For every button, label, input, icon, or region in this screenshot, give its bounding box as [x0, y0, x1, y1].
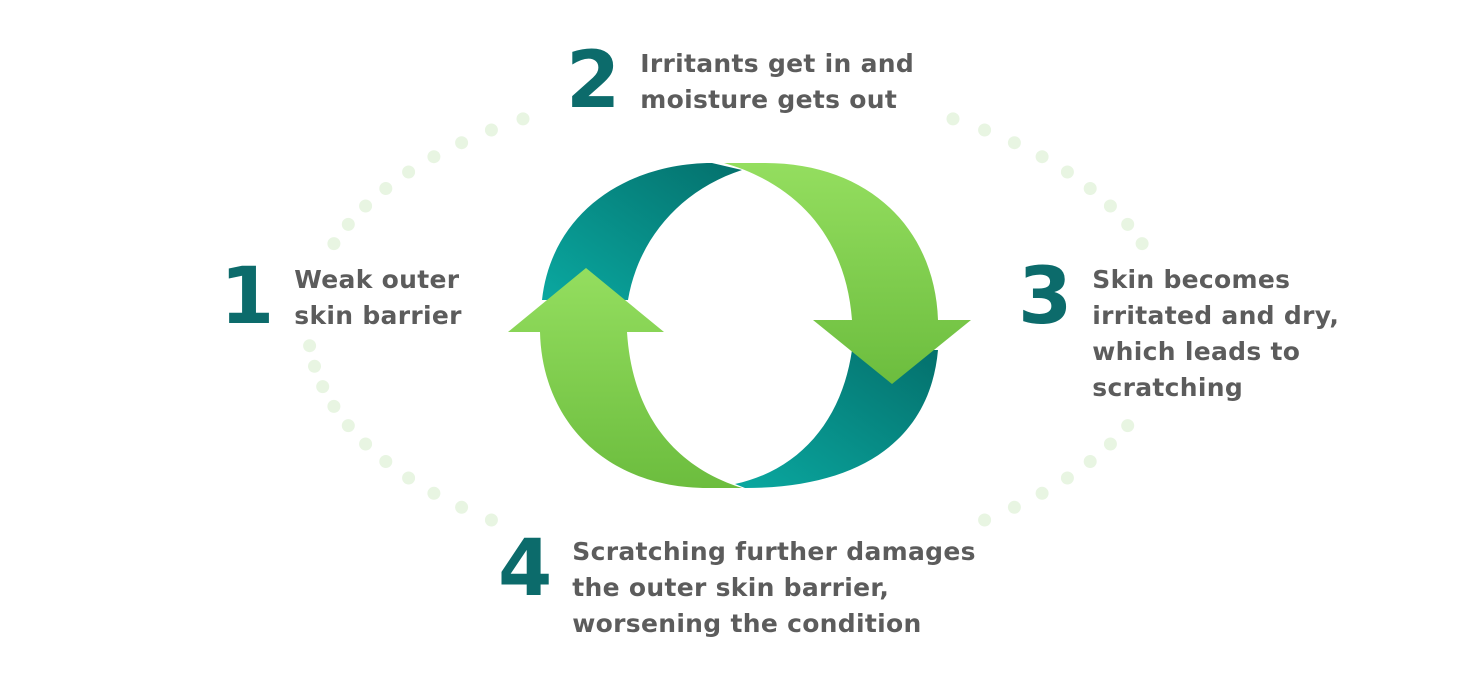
- ring-dot: [379, 182, 393, 195]
- ring-dot: [1103, 437, 1117, 451]
- ring-dot: [341, 419, 355, 433]
- step-number: 4: [498, 524, 553, 614]
- step-number: 3: [1018, 252, 1073, 342]
- ring-dot: [379, 455, 393, 468]
- ring-dot: [1007, 500, 1021, 514]
- ring-dot: [359, 199, 373, 213]
- ring-dot: [455, 136, 469, 150]
- teal-band-top: [542, 163, 742, 300]
- ring-dot: [316, 380, 330, 394]
- ring-dot: [1083, 455, 1097, 468]
- ring-dot: [516, 112, 530, 126]
- cycle-arrows-icon: [508, 163, 971, 488]
- ring-dot: [1007, 136, 1021, 150]
- step-2: 2 Irritants get in and moisture gets out: [566, 36, 915, 126]
- ring-dot: [359, 437, 373, 451]
- ring-dot: [484, 513, 498, 527]
- ring-dot: [978, 513, 992, 527]
- ring-dot: [1121, 419, 1135, 433]
- ring-dot: [1035, 486, 1049, 500]
- step-text: Irritants get in and moisture gets out: [640, 49, 915, 114]
- step-number: 2: [566, 36, 621, 126]
- ring-dot: [1103, 199, 1117, 213]
- step-text: Weak outer skin barrier: [294, 265, 462, 330]
- ring-dot: [484, 123, 498, 137]
- green-arrow-down: [724, 163, 971, 384]
- ring-dot: [1035, 150, 1049, 164]
- ring-dot: [1060, 165, 1074, 179]
- ring-dot: [1135, 237, 1149, 251]
- step-number: 1: [220, 252, 275, 342]
- ring-dot: [1060, 471, 1074, 485]
- ring-dot: [427, 486, 441, 500]
- ring-dot: [1121, 217, 1135, 231]
- ring-dot: [402, 471, 416, 485]
- ring-dot: [327, 399, 341, 413]
- step-text: Scratching further damages the outer ski…: [572, 537, 976, 638]
- step-1: 1 Weak outer skin barrier: [220, 252, 462, 342]
- ring-dot: [455, 500, 469, 514]
- step-4: 4 Scratching further damages the outer s…: [498, 524, 976, 642]
- ring-dot: [402, 165, 416, 179]
- dotted-ring: [303, 112, 1149, 527]
- ring-dot: [327, 237, 341, 251]
- ring-dot: [427, 150, 441, 164]
- ring-dot: [1083, 182, 1097, 195]
- ring-dot: [946, 112, 960, 126]
- teal-band-bottom: [735, 350, 938, 488]
- green-arrow-up: [508, 268, 742, 488]
- step-text: Skin becomes irritated and dry, which le…: [1092, 265, 1340, 402]
- step-3: 3 Skin becomes irritated and dry, which …: [1018, 252, 1340, 406]
- ring-dot: [303, 339, 317, 353]
- ring-dot: [308, 359, 321, 373]
- ring-dot: [341, 217, 355, 231]
- ring-dot: [978, 123, 992, 137]
